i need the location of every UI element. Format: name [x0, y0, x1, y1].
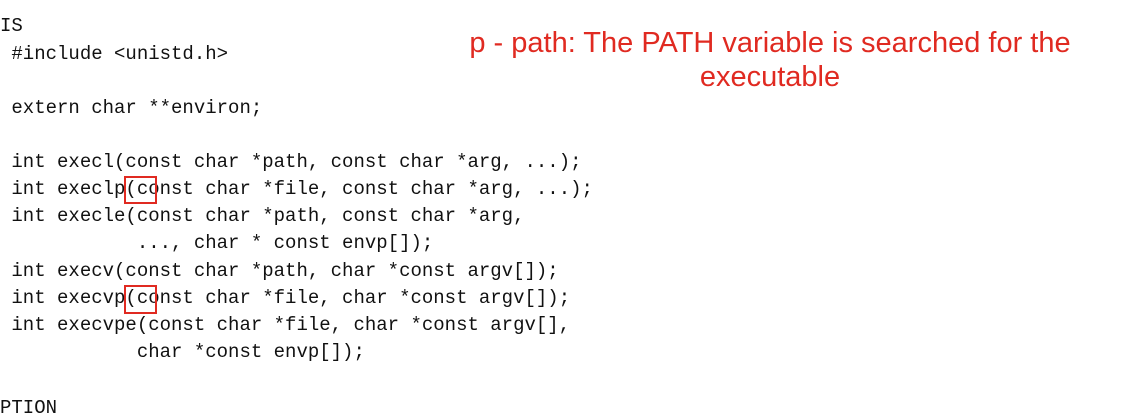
annotation-line-2: executable — [699, 61, 841, 93]
section-heading-synopsis: IS — [0, 15, 23, 37]
highlight-box-execlp-p — [124, 176, 157, 204]
code-line-execlp: int execlp(const char *file, const char … — [0, 178, 593, 200]
section-heading-description: PTION — [0, 397, 58, 419]
code-line-execvpe: int execvpe(const char *file, char *cons… — [0, 314, 571, 336]
annotation-note: p - path: The PATH variable is searched … — [400, 26, 1140, 94]
code-line-include: #include <unistd.h> — [0, 43, 229, 65]
code-line-execle: int execle(const char *path, const char … — [0, 205, 525, 227]
code-line-environ: extern char **environ; — [0, 97, 263, 119]
code-line-execv: int execv(const char *path, char *const … — [0, 260, 559, 282]
annotation-line-1: p - path: The PATH variable is searched … — [469, 27, 1071, 59]
code-line-execvpe-cont: char *const envp[]); — [0, 341, 365, 363]
code-line-execle-cont: ..., char * const envp[]); — [0, 232, 434, 254]
code-line-execvp: int execvp(const char *file, char *const… — [0, 287, 571, 309]
code-line-execl: int execl(const char *path, const char *… — [0, 151, 582, 173]
highlight-box-execvp-p — [124, 285, 157, 314]
